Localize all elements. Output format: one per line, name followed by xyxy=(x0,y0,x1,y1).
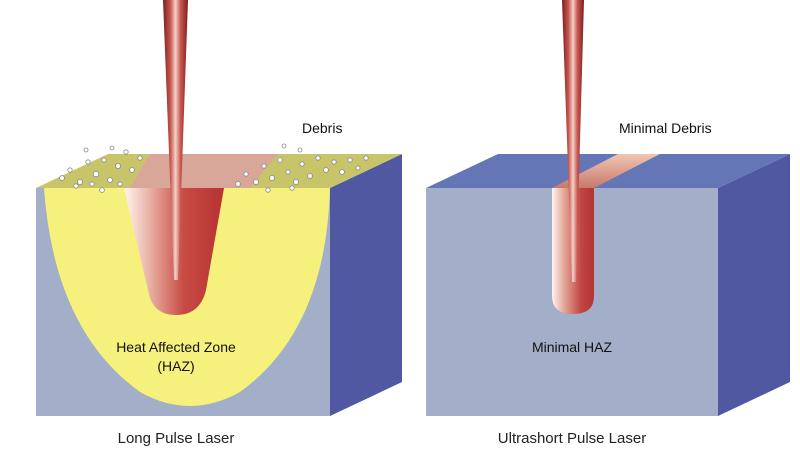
minimal-debris-label: Minimal Debris xyxy=(619,120,712,136)
laser-beam xyxy=(163,0,188,280)
ultrashort-pulse-caption: Ultrashort Pulse Laser xyxy=(498,430,646,447)
narrow-channel xyxy=(552,154,660,188)
laser-beam xyxy=(562,0,584,282)
debris-label: Debris xyxy=(302,120,342,136)
long-pulse-block xyxy=(36,0,402,416)
minimal-haz-label: Minimal HAZ xyxy=(532,339,613,355)
debris-particles xyxy=(59,143,369,193)
long-pulse-caption: Long Pulse Laser xyxy=(118,430,235,447)
cut-cavity-top xyxy=(130,154,278,188)
haz-label-line2: (HAZ) xyxy=(157,358,194,374)
block-side-face xyxy=(330,154,402,416)
block-side-face xyxy=(718,154,790,416)
haz-label-line1: Heat Affected Zone xyxy=(116,339,236,355)
ultrashort-pulse-block xyxy=(426,0,790,416)
